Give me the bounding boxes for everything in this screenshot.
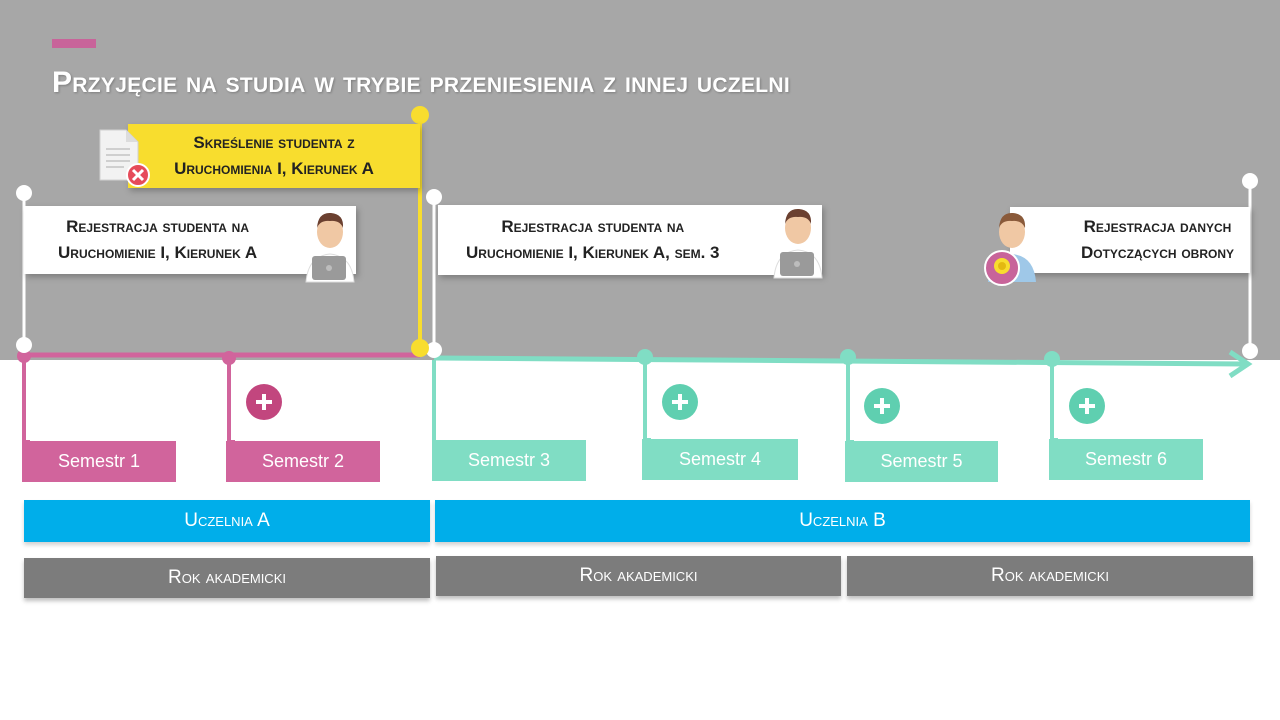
- academic-year-label: Rok akademicki: [168, 567, 286, 588]
- semester-1: Semestr 1: [22, 441, 176, 482]
- semester-label: Semestr 3: [467, 450, 551, 470]
- academic-year-label: Rok akademicki: [991, 565, 1109, 586]
- plus-circle-icon: [246, 384, 282, 420]
- card-rejestracja-a: Rejestracja studenta na Uruchomienie I, …: [24, 206, 356, 274]
- page-title: Przyjęcie na studia w trybie przeniesien…: [52, 66, 791, 99]
- semester-label: Semestr 2: [261, 451, 345, 471]
- semester-label: Semestr 1: [57, 451, 141, 471]
- semester-label: Semestr 6: [1084, 449, 1168, 469]
- university-b: Uczelnia B: [435, 500, 1250, 542]
- semester-2: Semestr 2: [226, 441, 380, 482]
- accent-bar: [52, 39, 96, 48]
- card-rejestracja-b-text: Rejestracja studenta na Uruchomienie I, …: [466, 217, 720, 262]
- document-with-x-icon: [98, 128, 152, 195]
- semester-3: Semestr 3: [432, 440, 586, 481]
- semester-4: Semestr 4: [642, 439, 798, 480]
- plus-circle-icon: [662, 384, 698, 420]
- plus-circle-icon: [1069, 388, 1105, 424]
- card-skreslenie: Skreślenie studenta z Uruchomienia I, Ki…: [128, 124, 420, 188]
- card-rejestracja-a-text: Rejestracja studenta na Uruchomienie I, …: [58, 217, 258, 262]
- student-with-laptop-icon: [300, 204, 360, 289]
- semester-label: Semestr 5: [880, 451, 963, 471]
- semester-6: Semestr 6: [1049, 439, 1203, 480]
- academic-year-2: Rok akademicki: [436, 556, 841, 596]
- student-with-laptop-icon: [768, 200, 828, 285]
- graduate-with-award-icon: [978, 204, 1040, 293]
- university-label: Uczelnia B: [799, 510, 886, 531]
- academic-year-1: Rok akademicki: [24, 558, 430, 598]
- semester-label: Semestr 4: [678, 449, 762, 469]
- card-rejestracja-b: Rejestracja studenta na Uruchomienie I, …: [438, 205, 822, 275]
- university-label: Uczelnia A: [184, 510, 270, 531]
- card-skreslenie-text: Skreślenie studenta z Uruchomienia I, Ki…: [174, 133, 374, 178]
- plus-circle-icon: [864, 388, 900, 424]
- card-obrona-text: Rejestracja danych Dotyczących obrony: [1080, 217, 1234, 262]
- university-a: Uczelnia A: [24, 500, 430, 542]
- card-obrona: Rejestracja danych Dotyczących obrony: [1010, 207, 1250, 273]
- academic-year-3: Rok akademicki: [847, 556, 1253, 596]
- semester-5: Semestr 5: [845, 441, 998, 482]
- academic-year-label: Rok akademicki: [579, 565, 698, 586]
